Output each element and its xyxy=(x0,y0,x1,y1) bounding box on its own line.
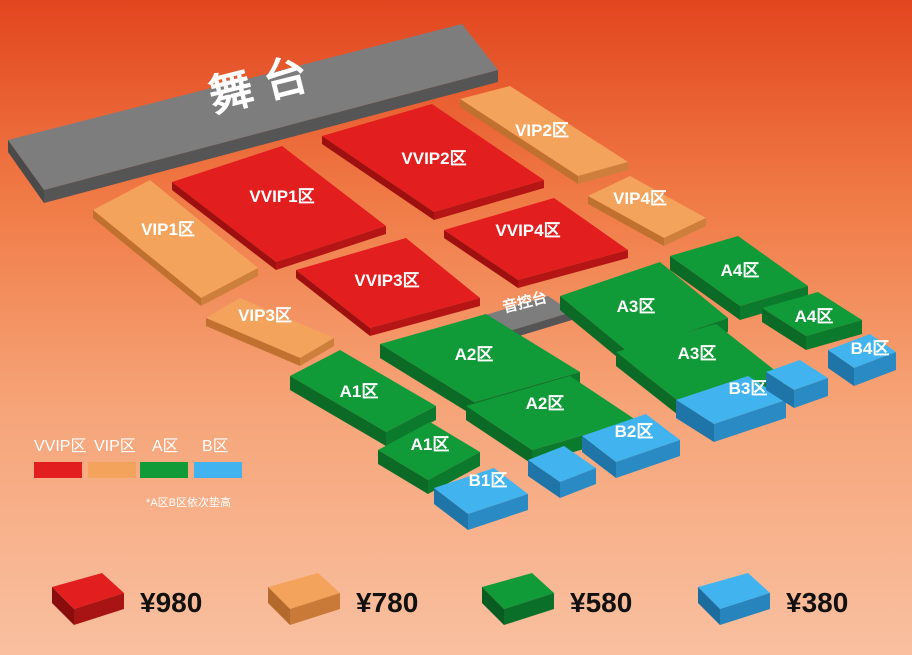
price-block-a-icon xyxy=(482,573,554,625)
section-label-vip4: VIP4区 xyxy=(613,189,667,208)
section-b2-extension[interactable] xyxy=(528,446,596,498)
section-vvip1[interactable]: VVIP1区 xyxy=(172,146,386,270)
section-vvip2[interactable]: VVIP2区 xyxy=(322,104,544,220)
legend-swatch-vip xyxy=(88,462,136,478)
section-b3-extension[interactable] xyxy=(766,360,828,408)
legend-label-b: B区 xyxy=(202,438,229,455)
price-block-b-icon xyxy=(698,573,770,625)
legend-label-vvip: VVIP区 xyxy=(34,438,87,455)
section-label-vip1: VIP1区 xyxy=(141,220,195,239)
legend-swatch-a xyxy=(140,462,188,478)
section-vip4[interactable]: VIP4区 xyxy=(588,176,706,246)
price-item-a: ¥580 xyxy=(478,565,678,635)
legend-label-vip: VIP区 xyxy=(94,438,136,455)
section-label-a4-bottom: A4区 xyxy=(795,307,834,326)
section-vvip3[interactable]: VVIP3区 xyxy=(296,238,480,336)
section-label-b4: B4区 xyxy=(851,339,890,358)
section-vip2[interactable]: VIP2区 xyxy=(460,86,628,184)
section-label-b3: B3区 xyxy=(729,379,768,398)
section-label-vvip1: VVIP1区 xyxy=(249,187,314,206)
section-label-vip3: VIP3区 xyxy=(238,306,292,325)
price-legend: ¥980 ¥780 ¥580 ¥380 xyxy=(0,565,912,635)
price-block-vvip-icon xyxy=(52,573,124,625)
section-b1[interactable]: B1区 xyxy=(434,468,528,530)
section-vip1[interactable]: VIP1区 xyxy=(93,180,258,306)
price-label-vip: ¥780 xyxy=(356,587,419,618)
section-label-a1-left: A1区 xyxy=(340,382,379,401)
section-label-vvip4: VVIP4区 xyxy=(495,221,560,240)
legend-swatch-b xyxy=(194,462,242,478)
section-label-a4-top: A4区 xyxy=(721,261,760,280)
price-label-b: ¥380 xyxy=(786,587,849,618)
section-label-a3-bottom: A3区 xyxy=(678,344,717,363)
price-block-vip-icon xyxy=(268,573,340,625)
price-item-b: ¥380 xyxy=(694,565,904,635)
section-b2[interactable]: B2区 xyxy=(582,414,680,478)
section-vip3[interactable]: VIP3区 xyxy=(206,298,334,366)
price-item-vip: ¥780 xyxy=(264,565,464,635)
section-label-b1: B1区 xyxy=(469,471,508,490)
section-b3[interactable]: B3区 xyxy=(676,376,786,442)
legend-label-a: A区 xyxy=(152,438,179,455)
section-label-vip2: VIP2区 xyxy=(515,121,569,140)
section-vvip4[interactable]: VVIP4区 xyxy=(444,198,628,288)
legend-swatch-vvip xyxy=(34,462,82,478)
section-a4-top[interactable]: A4区 xyxy=(670,236,808,320)
section-label-a2-bottom: A2区 xyxy=(526,394,565,413)
section-label-a3-top: A3区 xyxy=(617,297,656,316)
price-item-vvip: ¥980 xyxy=(48,565,248,635)
section-label-b2: B2区 xyxy=(615,422,654,441)
section-a4-bottom[interactable]: A4区 xyxy=(762,292,862,350)
price-label-a: ¥580 xyxy=(570,587,633,618)
stage: 舞 台 xyxy=(8,24,498,203)
section-a1-right[interactable]: A1区 xyxy=(378,422,480,494)
section-label-a2-top: A2区 xyxy=(455,345,494,364)
section-a1-left[interactable]: A1区 xyxy=(290,350,436,446)
section-label-a1-right: A1区 xyxy=(411,435,450,454)
price-label-vvip: ¥980 xyxy=(140,587,203,618)
section-label-vvip3: VVIP3区 xyxy=(354,271,419,290)
section-b4[interactable]: B4区 xyxy=(828,334,896,386)
section-label-vvip2: VVIP2区 xyxy=(401,149,466,168)
legend-note: *A区B区依次垫高 xyxy=(146,497,231,509)
